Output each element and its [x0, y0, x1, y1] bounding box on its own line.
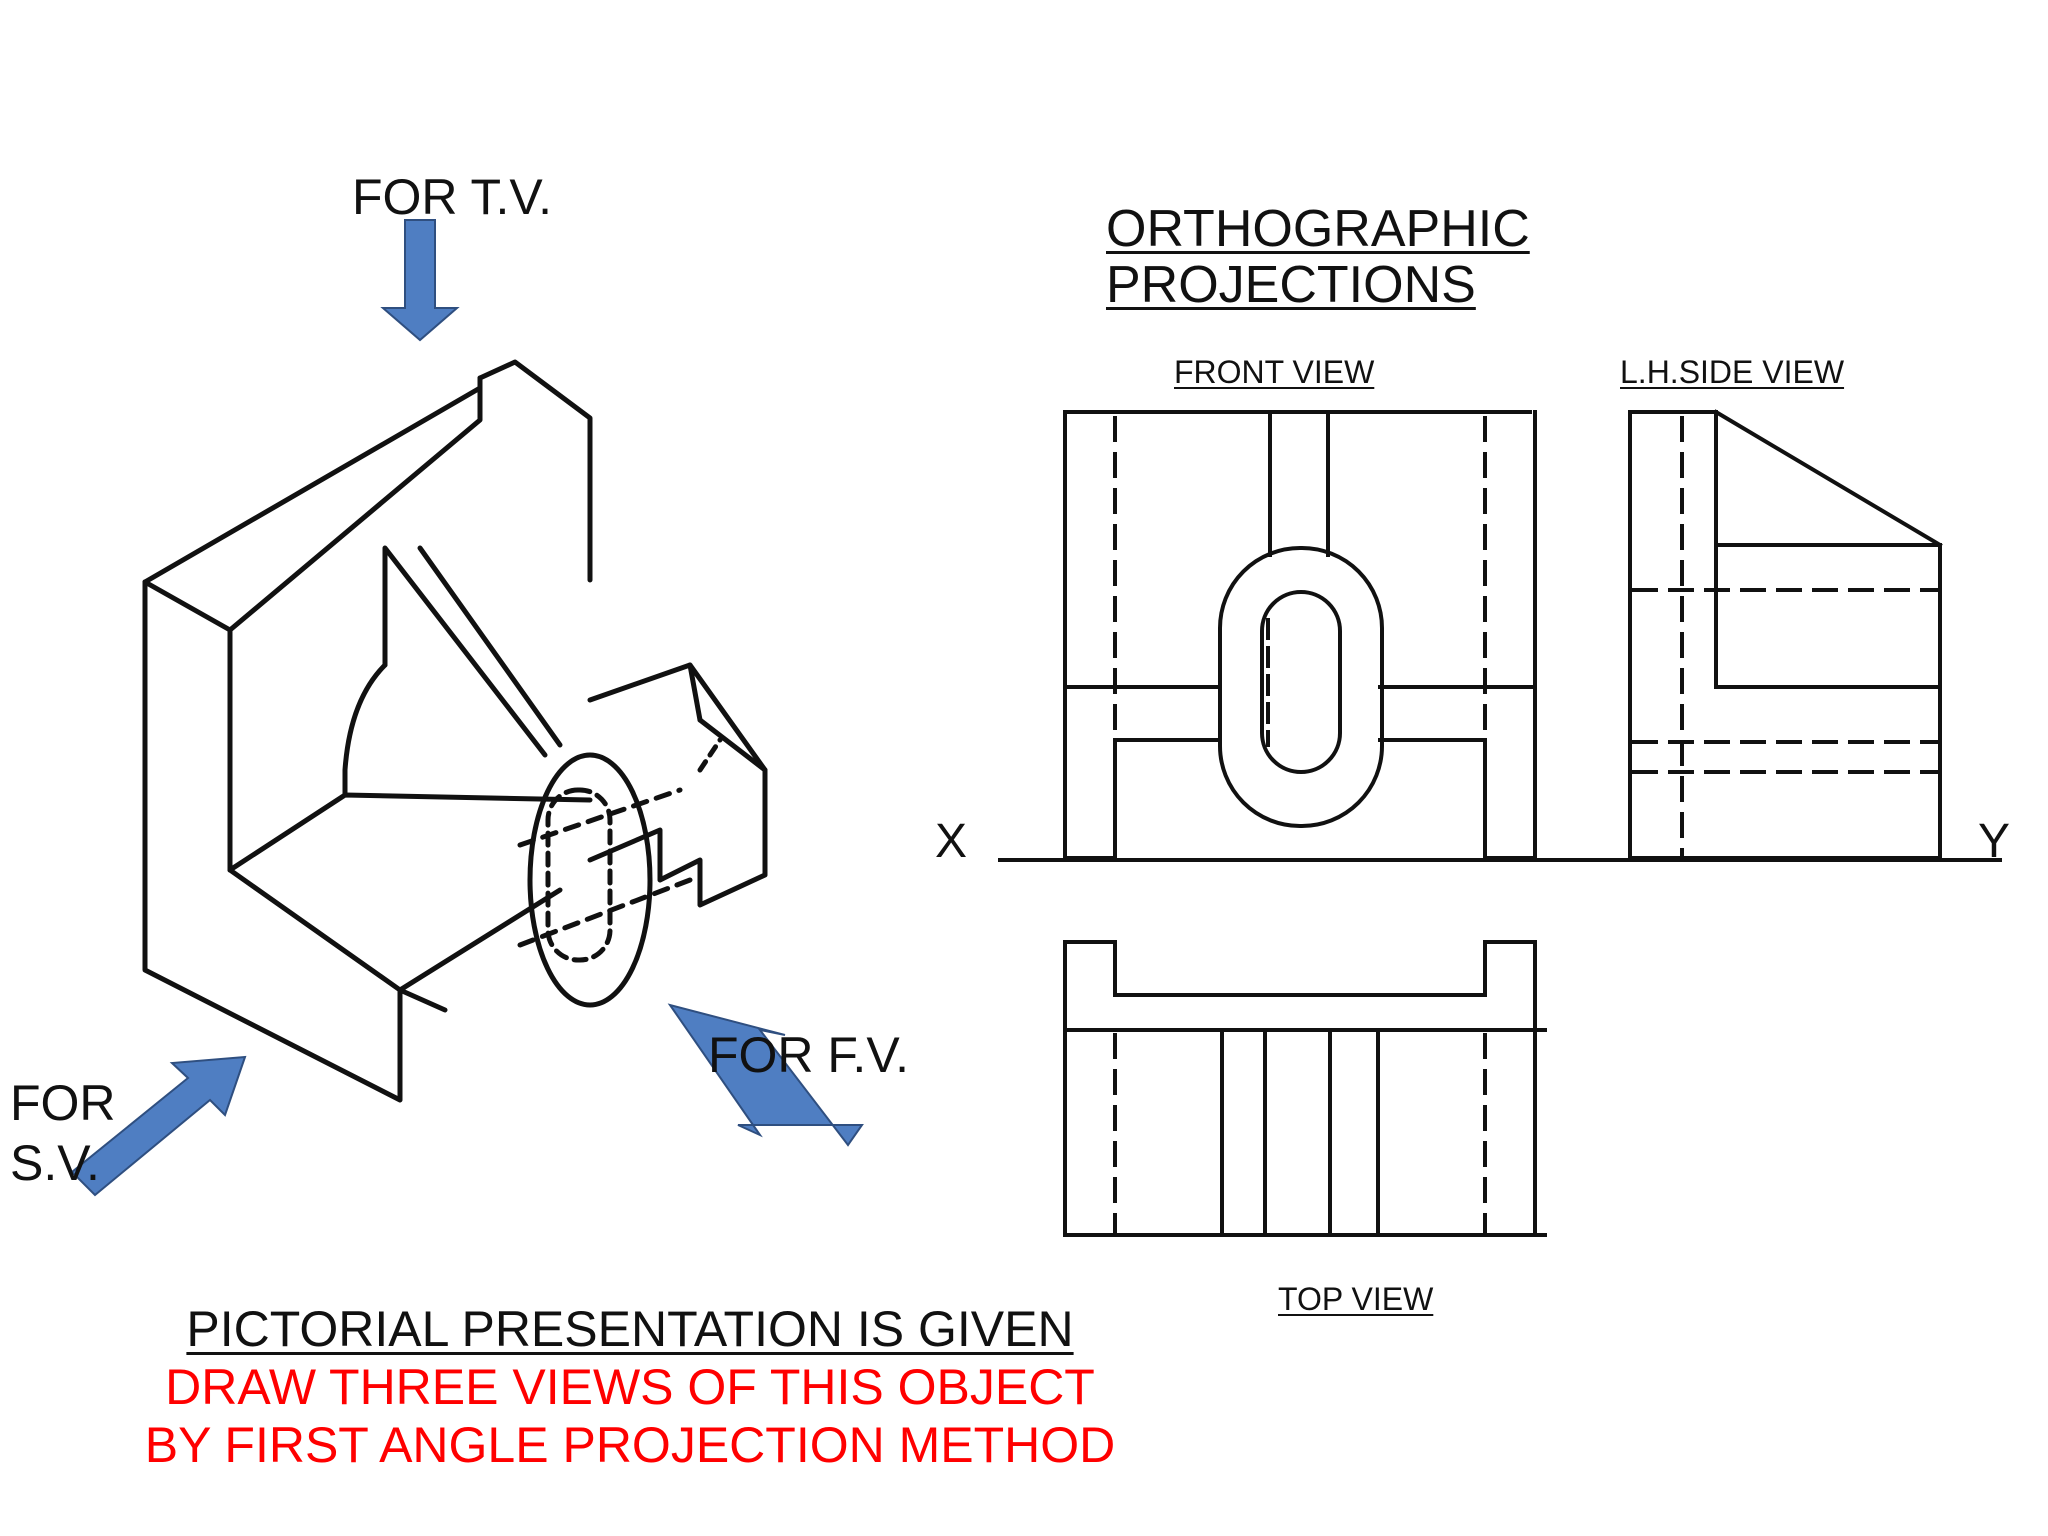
- footer-line2: DRAW THREE VIEWS OF THIS OBJECT: [165, 1359, 1095, 1415]
- label-for-fv: FOR F.V.: [708, 1027, 909, 1083]
- tv-arrow-icon: [380, 219, 460, 342]
- footer-line3: BY FIRST ANGLE PROJECTION METHOD: [144, 1417, 1116, 1473]
- heading-line2: PROJECTIONS: [1106, 256, 1476, 314]
- sv-arrow-icon: [70, 1055, 247, 1197]
- heading-line1: ORTHOGRAPHIC: [1106, 200, 1530, 258]
- front-view-label: FRONT VIEW: [1174, 354, 1375, 390]
- side-view-label: L.H.SIDE VIEW: [1620, 354, 1845, 390]
- arrow-icon: [70, 219, 864, 1197]
- label-for-sv-line1: FOR: [10, 1075, 116, 1131]
- label-for-sv-line2: S.V.: [10, 1135, 100, 1191]
- top-view-label: TOP VIEW: [1278, 1281, 1434, 1317]
- y-mark: Y: [1978, 815, 2011, 868]
- x-mark: X: [935, 815, 968, 868]
- side-view-drawing: [1628, 409, 1943, 860]
- isometric-object: [142, 359, 768, 1103]
- orthographic-views: [998, 409, 2002, 1237]
- label-for-tv: FOR T.V.: [352, 169, 553, 225]
- fv-arrow-icon: [667, 1003, 864, 1147]
- front-view-drawing: [1063, 410, 1537, 860]
- top-view-drawing: [1063, 940, 1547, 1237]
- footer-line1: PICTORIAL PRESENTATION IS GIVEN: [186, 1301, 1074, 1357]
